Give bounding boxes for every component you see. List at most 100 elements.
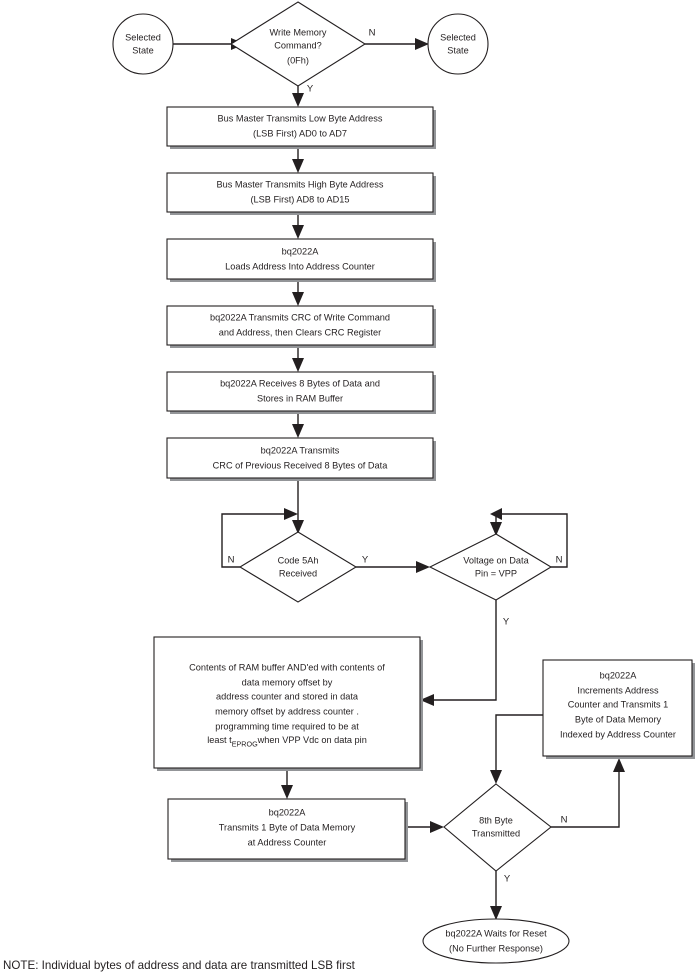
8th-byte-line1: 8th Byte	[479, 815, 513, 825]
arrowhead-box4-in	[292, 292, 304, 306]
node-transmits-crc-previous[interactable]: bq2022A Transmits CRC of Previous Receiv…	[166, 437, 436, 481]
waits-for-reset-line1: bq2022A Waits for Reset	[445, 928, 547, 938]
low-byte-address-line1: Bus Master Transmits Low Byte Address	[218, 113, 383, 123]
arrowhead-code5ah-in	[292, 520, 304, 534]
waits-for-reset-ellipse	[422, 918, 570, 964]
branch-label-writecmd-n: N	[369, 28, 376, 39]
node-start-state[interactable]: Selected State	[112, 13, 174, 75]
node-increments-address[interactable]: bq2022A Increments Address Counter and T…	[542, 659, 695, 759]
loads-address-box	[166, 238, 434, 280]
increments-address-line1: bq2022A	[600, 670, 638, 680]
code-5ah-line2: Received	[279, 568, 317, 578]
start-state-line2: State	[132, 45, 153, 55]
conn-8thbyte-n-to-increments	[551, 772, 620, 828]
branch-label-code5ah-n: N	[228, 555, 235, 566]
transmits-1-byte-line3: at Address Counter	[248, 837, 327, 847]
connectors	[173, 38, 625, 920]
transmits-crc-previous-line1: bq2022A Transmits	[261, 445, 340, 455]
arrowhead-increments-in	[613, 758, 625, 772]
ram-and-program-line1: Contents of RAM buffer AND'ed with conte…	[189, 662, 385, 672]
transmits-crc-line2: and Address, then Clears CRC Register	[219, 327, 381, 337]
node-waits-for-reset[interactable]: bq2022A Waits for Reset (No Further Resp…	[422, 918, 570, 964]
8th-byte-line2: Transmitted	[472, 828, 520, 838]
ram-and-program-line6: least tEPROGwhen VPP Vdc on data pin	[207, 735, 367, 748]
conn-vpp-y-to-ram	[434, 598, 497, 701]
branch-label-writecmd-y: Y	[307, 84, 314, 95]
conn-increments-to-8thbyte	[495, 714, 543, 772]
start-state-circle	[112, 13, 174, 75]
arrowhead-end-in	[415, 38, 429, 50]
arrowhead-transmit1-in	[281, 785, 293, 799]
node-write-memory-command[interactable]: Write Memory Command? (0Fh)	[229, 1, 367, 87]
transmits-crc-line1: bq2022A Transmits CRC of Write Command	[210, 312, 390, 322]
branch-label-8th-y: Y	[504, 874, 511, 885]
increments-address-line5: Indexed by Address Counter	[560, 729, 676, 739]
receives-8-bytes-box	[166, 371, 434, 412]
voltage-vpp-line1: Voltage on Data	[463, 555, 529, 565]
increments-address-line2: Increments Address	[577, 685, 659, 695]
branch-label-vpp-y: Y	[503, 617, 510, 628]
increments-address-line3: Counter and Transmits 1	[568, 699, 669, 709]
voltage-vpp-diamond	[428, 533, 553, 601]
transmits-1-byte-box	[167, 798, 406, 860]
end-state-line2: State	[447, 45, 468, 55]
branch-label-8th-n: N	[561, 815, 568, 826]
node-code-5ah-received[interactable]: Code 5Ah Received	[238, 531, 358, 603]
arrowhead-box2-in	[292, 159, 304, 173]
conn-code5ah-n-loop	[221, 513, 284, 568]
branch-label-vpp-n: N	[556, 555, 563, 566]
high-byte-address-line1: Bus Master Transmits High Byte Address	[217, 179, 384, 189]
conn-vpp-n-loop	[496, 513, 568, 568]
arrowhead-ram-in	[420, 694, 434, 706]
footnote-note: NOTE: Individual bytes of address and da…	[3, 959, 356, 972]
receives-8-bytes-line1: bq2022A Receives 8 Bytes of Data and	[220, 378, 380, 388]
node-transmits-1-byte[interactable]: bq2022A Transmits 1 Byte of Data Memory …	[167, 798, 408, 862]
ram-and-program-line4: memory offset by address counter .	[215, 706, 359, 716]
high-byte-address-line2: (LSB First) AD8 to AD15	[250, 194, 349, 204]
high-byte-address-box	[166, 172, 434, 213]
end-state-circle	[427, 13, 489, 75]
write-memory-command-line1: Write Memory	[270, 27, 327, 37]
arrowhead-8thbyte-top-in	[490, 770, 502, 784]
arrowhead-vpp-loop-in	[490, 522, 502, 536]
arrowhead-vpp-in	[416, 561, 430, 573]
transmits-crc-previous-box	[166, 437, 434, 479]
arrowhead-box6-in	[292, 424, 304, 438]
node-low-byte-address[interactable]: Bus Master Transmits Low Byte Address (L…	[166, 106, 436, 149]
node-transmits-crc[interactable]: bq2022A Transmits CRC of Write Command a…	[166, 305, 436, 348]
arrowhead-8thbyte-in	[430, 821, 444, 833]
low-byte-address-box	[166, 106, 434, 147]
ram-and-program-line6-pre: least t	[207, 735, 232, 745]
write-memory-command-line2: Command?	[274, 40, 322, 50]
low-byte-address-line2: (LSB First) AD0 to AD7	[253, 128, 347, 138]
ram-and-program-line2: data memory offset by	[242, 677, 333, 687]
node-receives-8-bytes[interactable]: bq2022A Receives 8 Bytes of Data and Sto…	[166, 371, 436, 414]
receives-8-bytes-line2: Stores in RAM Buffer	[257, 393, 343, 403]
transmits-1-byte-line1: bq2022A	[269, 807, 307, 817]
increments-address-box	[542, 659, 693, 757]
8th-byte-diamond	[443, 783, 552, 872]
node-end-state[interactable]: Selected State	[427, 13, 489, 75]
ram-and-program-line6-sub: EPROG	[232, 739, 258, 748]
waits-for-reset-line2: (No Further Response)	[449, 943, 543, 953]
transmits-crc-box	[166, 305, 434, 346]
node-ram-and-program[interactable]: Contents of RAM buffer AND'ed with conte…	[153, 636, 423, 771]
voltage-vpp-line2: Pin = VPP	[475, 568, 517, 578]
node-voltage-vpp[interactable]: Voltage on Data Pin = VPP	[428, 533, 553, 601]
arrowhead-reset-in	[490, 906, 502, 920]
branch-label-code5ah-y: Y	[362, 555, 369, 566]
node-loads-address[interactable]: bq2022A Loads Address Into Address Count…	[166, 238, 436, 282]
ram-and-program-box	[153, 636, 421, 769]
loads-address-line1: bq2022A	[282, 246, 320, 256]
ram-and-program-line5: programming time required to be at	[215, 721, 359, 731]
node-high-byte-address[interactable]: Bus Master Transmits High Byte Address (…	[166, 172, 436, 215]
write-memory-command-diamond	[229, 1, 367, 87]
node-8th-byte-transmitted[interactable]: 8th Byte Transmitted	[443, 783, 552, 872]
arrowhead-box3-in	[292, 225, 304, 239]
transmits-1-byte-line2: Transmits 1 Byte of Data Memory	[219, 822, 356, 832]
transmits-crc-previous-line2: CRC of Previous Received 8 Bytes of Data	[213, 460, 389, 470]
end-state-line1: Selected	[440, 32, 476, 42]
start-state-line1: Selected	[125, 32, 161, 42]
